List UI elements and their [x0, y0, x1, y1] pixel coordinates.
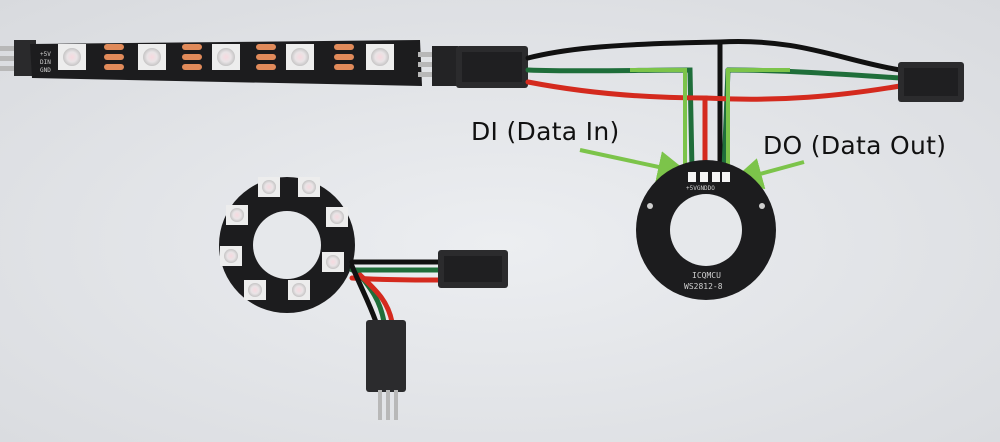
arrow-di [579, 148, 690, 183]
ring-leds [220, 177, 348, 300]
strip-leds [58, 44, 394, 70]
right-connector [898, 62, 964, 102]
left-ring-connector-vertical [366, 320, 406, 420]
led-ring-back: +5VGNDDO ICQMCU WS2812-8 [636, 160, 776, 300]
strip-copper-pads [104, 44, 354, 70]
ring-pin-labels: +5VGNDDO [686, 185, 715, 192]
strip-output-connector [456, 46, 528, 88]
ring-brand-label: ICQMCU [692, 271, 721, 280]
strip-pin-label-3: GND [40, 67, 51, 74]
strip-output-pins [418, 46, 458, 86]
data-out-label: DO (Data Out) [763, 131, 947, 160]
led-strip: +5V DIN GND [0, 40, 458, 86]
strip-pin-label-2: DIN [40, 59, 51, 66]
left-ring-wires [349, 259, 443, 325]
left-ring-connector-horizontal [438, 250, 508, 288]
strip-pin-labels: +5V DIN GND [40, 51, 51, 74]
annotation-arrows [579, 68, 805, 190]
data-in-label: DI (Data In) [471, 117, 620, 146]
led-ring-front [219, 177, 355, 313]
strip-pin-label-1: +5V [40, 51, 51, 58]
ring-model-label: WS2812-8 [684, 282, 723, 291]
